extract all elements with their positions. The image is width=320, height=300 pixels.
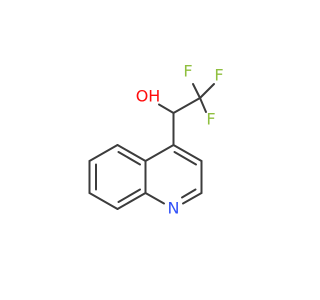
structure-canvas: OH F F F N	[0, 0, 300, 300]
bond-c4a-c5-inner	[117, 151, 141, 166]
bond-c4a-c5	[116, 144, 147, 162]
oxygen-label: OH	[136, 87, 161, 106]
bond-cf3-f-bottom	[199, 97, 207, 113]
bond-c4-c3	[172, 144, 203, 162]
bond-c2-n-inner	[181, 188, 197, 199]
fluorine-label-right: F	[214, 66, 223, 85]
bond-c7-c8	[88, 192, 119, 210]
bond-c4-c4a	[144, 144, 175, 162]
bond-cf3-f-right	[199, 83, 215, 99]
bond-n-c8a	[144, 192, 165, 205]
fluorine-label-top: F	[183, 62, 192, 81]
bond-c8-c8a-inner	[117, 188, 141, 203]
background	[0, 0, 300, 300]
bond-c5-c6	[88, 144, 119, 162]
nitrogen-label: N	[168, 199, 180, 218]
bond-c1h-o	[158, 103, 175, 114]
bond-c1h-cf3	[172, 97, 201, 114]
bond-c4-c3-inner	[173, 151, 197, 166]
fluorine-label-bottom: F	[206, 110, 215, 129]
bond-c8-c8a	[116, 192, 147, 210]
bond-c2-n	[182, 192, 203, 205]
bond-cf3-f-top	[192, 83, 201, 99]
